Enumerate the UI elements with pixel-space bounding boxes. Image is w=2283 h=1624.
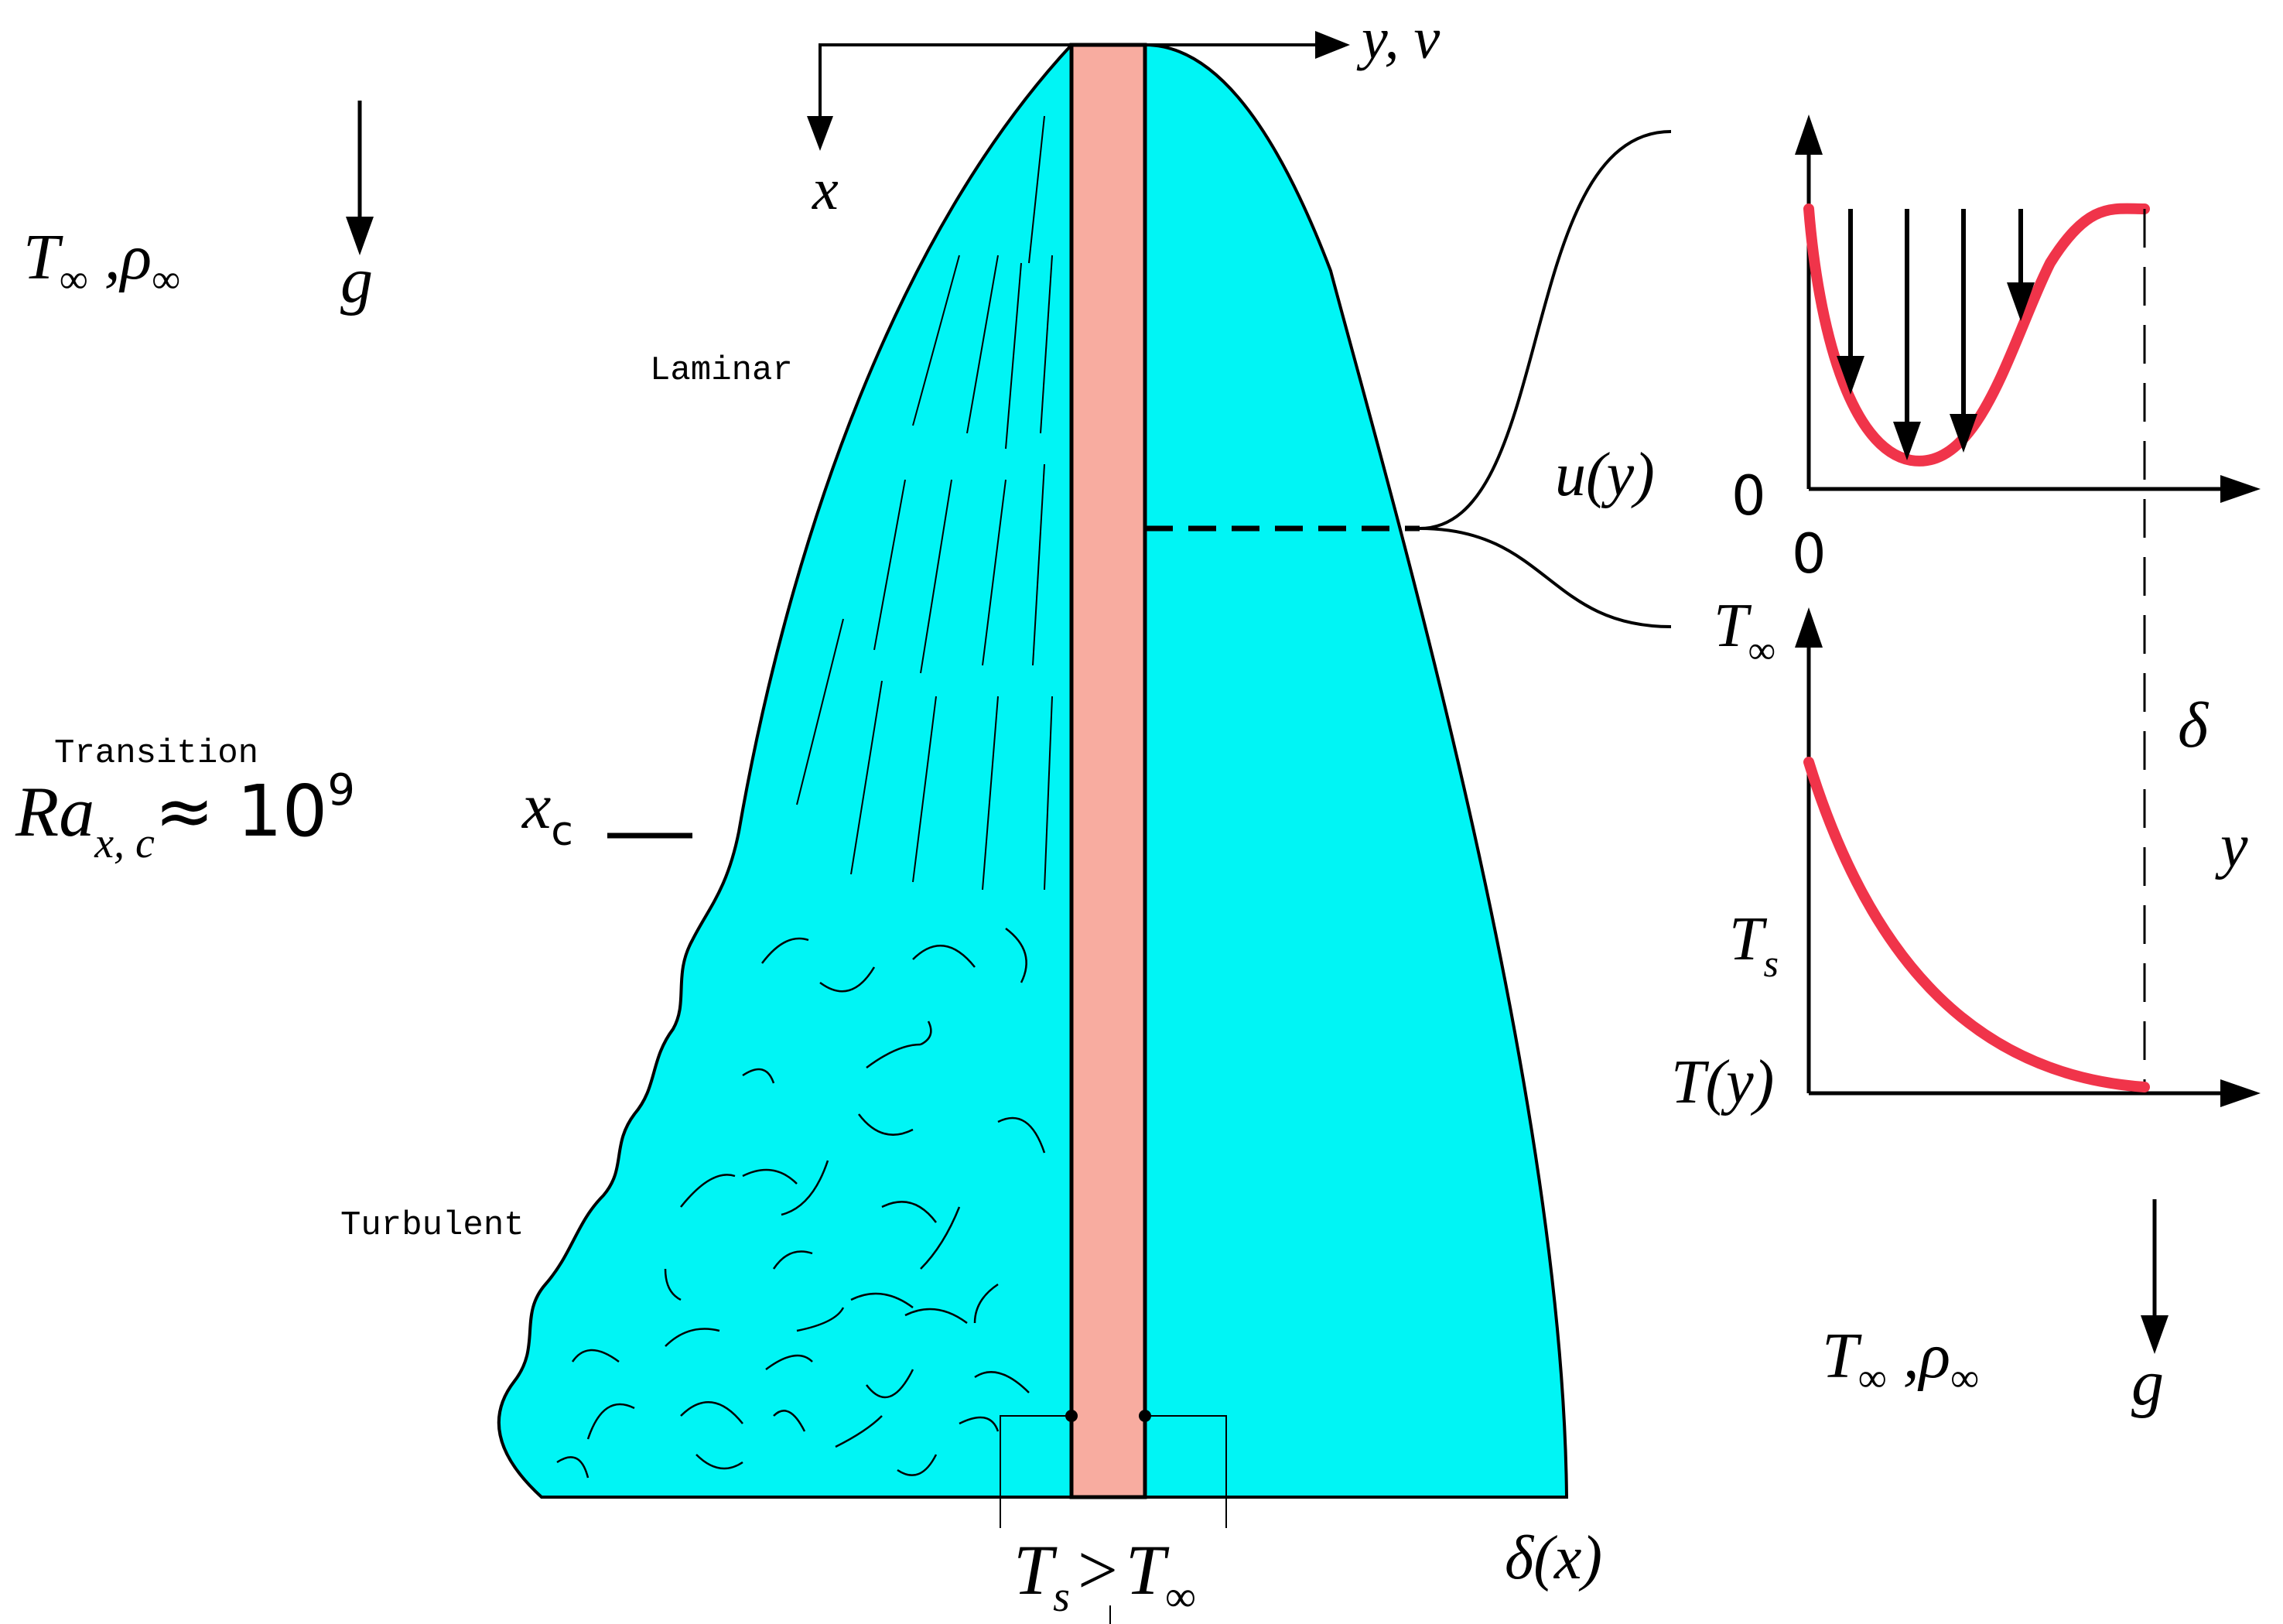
velocity-profile-curve [1803, 203, 2150, 467]
ambient-density-sub-left: ∞ [152, 258, 180, 302]
ambient-density-right: ρ [1917, 1320, 1950, 1392]
temperature-plot-vertical-arrowhead [1795, 607, 1823, 648]
laminar-streaks [796, 115, 1053, 891]
gravity-arrow-left [346, 101, 374, 255]
xc-label: xc [521, 771, 573, 855]
ra-exponent: 9 [327, 765, 355, 815]
x-axis-arrowhead [807, 116, 833, 151]
surface-point-left [1065, 1410, 1078, 1422]
ambient-density-sub-right: ∞ [1950, 1356, 1979, 1400]
temperature-profile-curve [1803, 757, 2150, 1092]
ra-subscript: x, c [94, 819, 155, 867]
surface-temperature-bracket [1000, 1415, 1227, 1624]
velocity-arrowheads [1837, 282, 2035, 460]
t-inf-axis-symbol: T [1714, 592, 1752, 660]
ambient-temp-sub-right: ∞ [1858, 1356, 1887, 1400]
velocity-plot-vertical-arrowhead [1795, 115, 1823, 155]
t-s-axis-subscript: s [1764, 942, 1779, 985]
gravity-label-right: g [2131, 1347, 2164, 1419]
heated-plate [1069, 43, 1147, 1499]
coordinate-axes [819, 43, 1331, 135]
velocity-arrows [1848, 209, 2023, 429]
gravity-label-left: g [340, 244, 373, 316]
surface-point-right [1139, 1410, 1151, 1422]
turbulent-eddies [556, 928, 1046, 1479]
ambient-sep-left: , [88, 221, 121, 293]
gt-symbol: > [1078, 1530, 1118, 1609]
velocity-profile-label: u(y) [1555, 441, 1655, 509]
profile-bracket-lower [1419, 527, 1672, 628]
profile-bracket-upper [1419, 130, 1672, 530]
gravity-arrow-right [2141, 1199, 2169, 1354]
turbulent-label: Turbulent [340, 1206, 525, 1245]
tinf-subscript: ∞ [1165, 1573, 1196, 1621]
ambient-temp-left: T [23, 221, 63, 293]
ts-symbol: T [1013, 1530, 1058, 1609]
ambient-conditions-left: T∞ ,ρ∞ [23, 221, 180, 302]
laminar-label: Laminar [650, 351, 793, 390]
critical-rayleigh-label: Rax, c≈ 109 [15, 765, 355, 867]
velocity-origin-zero: 0 [1731, 464, 1766, 528]
tinf-symbol: T [1126, 1530, 1170, 1609]
ambient-density-left: ρ [118, 221, 152, 293]
t-s-axis-label: Ts [1729, 905, 1779, 985]
svg-text:T∞ ,ρ∞: T∞ ,ρ∞ [23, 221, 180, 302]
ra-approx-value: ≈ 10 [155, 770, 327, 853]
delta-label: δ [2178, 689, 2210, 761]
ts-subscript: s [1053, 1573, 1070, 1621]
t-s-axis-symbol: T [1729, 905, 1768, 973]
transition-label: Transition [54, 734, 258, 773]
ambient-conditions-right: T∞ ,ρ∞ [1822, 1320, 1979, 1400]
y-coordinate-label: y [2215, 812, 2248, 880]
velocity-plot-horizontal-arrowhead [2220, 475, 2261, 503]
temperature-plot-horizontal-arrowhead [2220, 1079, 2261, 1107]
y-v-axis-label: y, v [1356, 6, 1441, 71]
ambient-temp-sub-left: ∞ [60, 258, 88, 302]
temperature-profile-label: T(y) [1671, 1048, 1774, 1116]
ambient-temp-right: T [1822, 1320, 1862, 1392]
x-axis-label: x [812, 157, 839, 222]
y-axis-arrowhead [1315, 31, 1350, 59]
temperature-plot-axes [1806, 642, 2228, 1096]
boundary-layer-region [497, 43, 1569, 1499]
t-inf-axis-subscript: ∞ [1748, 628, 1776, 672]
surface-temperature-label: Ts>T∞ [1013, 1530, 1196, 1621]
boundary-thickness-label: δ(x) [1505, 1524, 1602, 1592]
t-inf-axis-label: T∞ [1714, 592, 1775, 672]
ra-symbol: Ra [15, 772, 94, 851]
xc-subscript: c [551, 809, 573, 855]
ambient-sep-right: , [1887, 1320, 1919, 1392]
y-origin-zero: 0 [1792, 522, 1827, 586]
xc-symbol: x [521, 771, 551, 843]
